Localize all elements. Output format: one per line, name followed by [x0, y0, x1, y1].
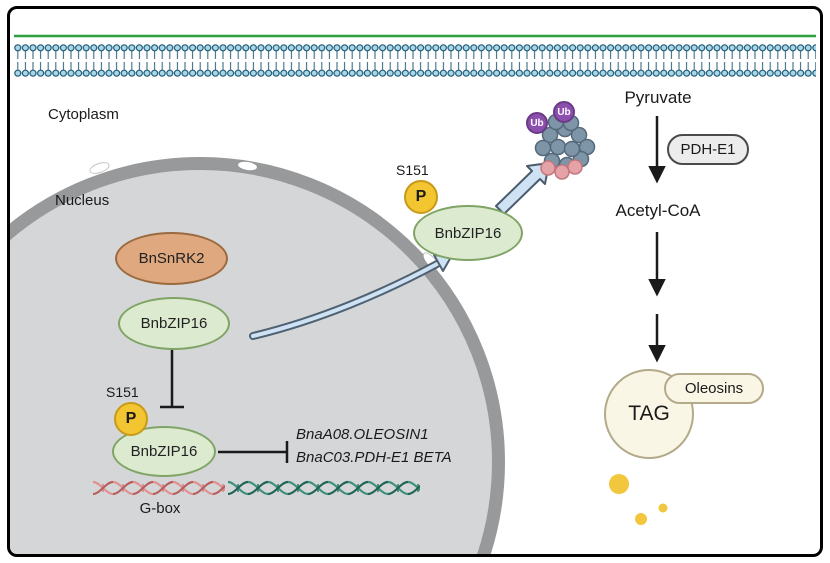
- pdh-e1-enzyme: PDH-E1: [667, 134, 749, 165]
- phospho-site-label-nuclear: S151: [106, 384, 139, 400]
- target-gene-1: BnaA08.OLEOSIN1: [296, 426, 429, 443]
- oleosins-label: Oleosins: [664, 373, 764, 404]
- phospho-p-icon-cytoplasmic: P: [404, 180, 438, 214]
- ubiquitin-icon-2: Ub: [553, 101, 575, 123]
- gbox-label: G-box: [139, 500, 181, 517]
- bnsnrk2-kinase: BnSnRK2: [115, 232, 228, 285]
- acetyl-coa-label: Acetyl-CoA: [615, 201, 701, 220]
- phospho-site-label-cytoplasmic: S151: [396, 162, 429, 178]
- target-genes-label: BnaA08.OLEOSIN1 BnaC03.PDH-E1 BETA: [296, 423, 452, 469]
- nucleus-label: Nucleus: [55, 192, 110, 209]
- bnbzip16-cytoplasmic: BnbZIP16: [413, 205, 523, 261]
- bnbzip16-nuclear: BnbZIP16: [118, 297, 230, 350]
- ubiquitin-icon-1: Ub: [526, 112, 548, 134]
- phospho-p-icon-nuclear: P: [114, 402, 148, 436]
- cytoplasm-label: Cytoplasm: [48, 106, 119, 123]
- target-gene-2: BnaC03.PDH-E1 BETA: [296, 449, 452, 466]
- pyruvate-label: Pyruvate: [624, 88, 692, 107]
